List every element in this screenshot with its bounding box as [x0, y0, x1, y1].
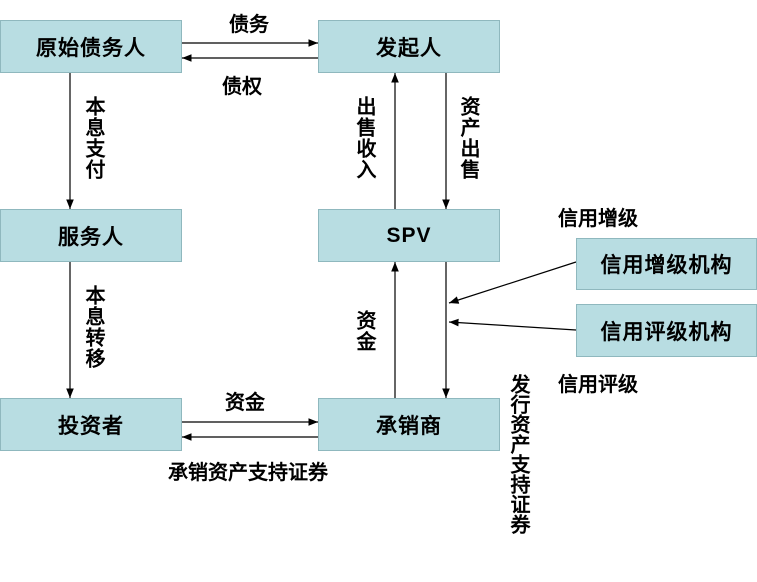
- node-originator: 发起人: [318, 20, 500, 73]
- arrow-credit-rating: [448, 318, 577, 331]
- node-credit-rating-agency: 信用评级机构: [576, 304, 757, 357]
- node-original-debtor: 原始债务人: [0, 20, 182, 73]
- label-claim: 债权: [222, 74, 262, 98]
- arrow-credit-enhancement: [448, 261, 577, 304]
- label-funds-investor: 资金: [225, 390, 265, 414]
- node-underwriter: 承销商: [318, 398, 500, 451]
- label-sale-proceeds: 出售收入: [353, 96, 377, 180]
- label-principal-interest-transfer: 本息转移: [82, 285, 106, 369]
- node-spv: SPV: [318, 209, 500, 262]
- label-underwrite-abs: 承销资产支持证券: [168, 460, 328, 484]
- node-credit-enhancement-agency: 信用增级机构: [576, 238, 757, 290]
- label-principal-interest-payment: 本息支付: [82, 96, 106, 180]
- node-servicer: 服务人: [0, 209, 182, 262]
- label-credit-enhancement: 信用增级: [558, 206, 638, 230]
- label-issue-abs: 发行资产支持证券: [507, 374, 531, 534]
- node-investor: 投资者: [0, 398, 182, 451]
- label-funds-spv: 资金: [353, 310, 377, 352]
- label-asset-sale: 资产出售: [457, 96, 481, 180]
- label-credit-rating: 信用评级: [558, 372, 638, 396]
- label-debt: 债务: [229, 12, 269, 36]
